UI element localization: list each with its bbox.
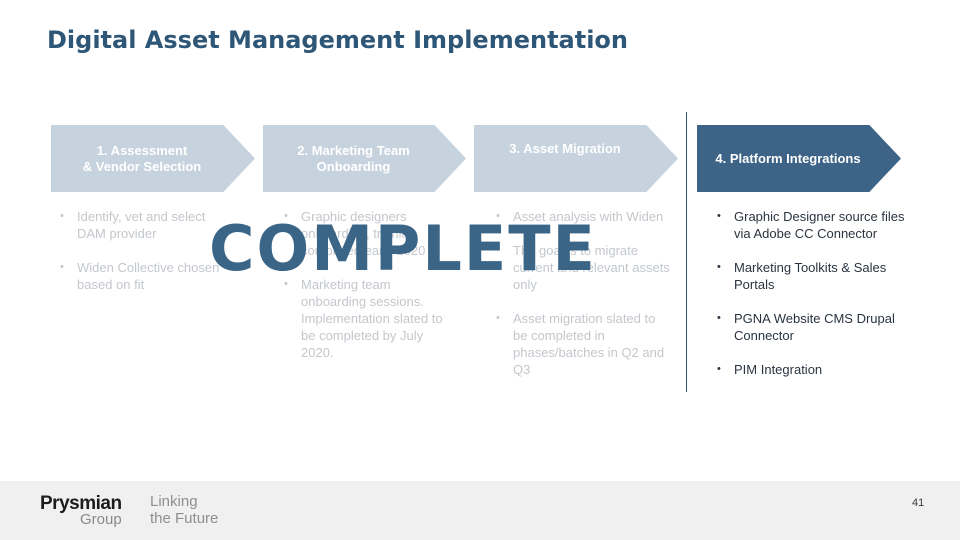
bullet-item: Identify, vet and select DAM provider [51, 208, 226, 242]
footer-bar [0, 481, 960, 540]
step-3-bullet-list: Asset analysis with Widen The goal is to… [487, 208, 672, 395]
step-2-bullet-list: Graphic designers onboarding, training c… [275, 208, 455, 378]
step-2-label: 2. Marketing Team Onboarding [297, 142, 410, 174]
complete-stamp: COMPLETE [209, 212, 597, 285]
page-number: 41 [912, 497, 925, 509]
bullet-item: Graphic Designer source files via Adobe … [708, 208, 908, 242]
company-logo-top: Prysmian [40, 493, 122, 514]
step-3-label: 3. Asset Migration [509, 140, 621, 156]
step-2-chevron: 2. Marketing Team Onboarding [263, 125, 466, 192]
step-1-label: 1. Assessment & Vendor Selection [82, 142, 202, 174]
slide-title: Digital Asset Management Implementation [47, 26, 629, 54]
step-4-label: 4. Platform Integrations [715, 150, 861, 166]
bullet-item: PGNA Website CMS Drupal Connector [708, 310, 908, 344]
step-1-chevron: 1. Assessment & Vendor Selection [51, 125, 255, 192]
bullet-item: Widen Collective chosen based on fit [51, 259, 226, 293]
bullet-item: Graphic designers onboarding, training c… [275, 208, 455, 259]
bullet-item: Marketing team onboarding sessions. Impl… [275, 276, 455, 361]
step-1-bullet-list: Identify, vet and select DAM provider Wi… [51, 208, 226, 310]
bullet-item: PIM Integration [708, 361, 908, 378]
step-4-bullet-list: Graphic Designer source files via Adobe … [708, 208, 908, 395]
step-3-chevron: 3. Asset Migration [474, 125, 678, 192]
bullet-item: Asset migration slated to be completed i… [487, 310, 672, 378]
vertical-divider [686, 112, 687, 392]
bullet-item: The goal is to migrate current and relev… [487, 242, 672, 293]
footer-tagline: Linking the Future [150, 493, 219, 527]
bullet-item: Asset analysis with Widen [487, 208, 672, 225]
step-4-chevron: 4. Platform Integrations [697, 125, 901, 192]
company-logo-bottom: Group [80, 511, 122, 528]
bullet-item: Marketing Toolkits & Sales Portals [708, 259, 908, 293]
